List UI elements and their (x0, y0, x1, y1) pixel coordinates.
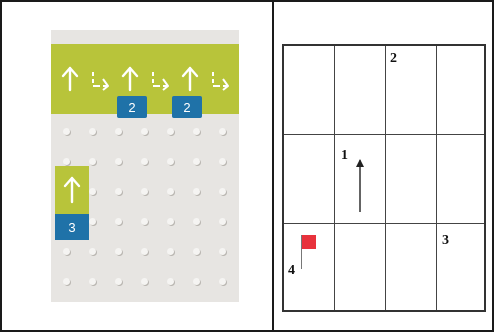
peg-hole (219, 158, 226, 165)
peg-hole (219, 188, 226, 195)
peg-hole (63, 128, 70, 135)
panel-divider (272, 0, 274, 332)
grid-line (284, 223, 484, 224)
peg-hole (193, 278, 200, 285)
peg-hole (141, 188, 148, 195)
peg-hole (193, 158, 200, 165)
marker-label-4: 4 (288, 264, 295, 278)
peg-hole (167, 248, 174, 255)
grid-line (385, 46, 386, 310)
peg-hole (167, 278, 174, 285)
grid-line (436, 46, 437, 310)
pegboard-photo: 2 2 3 (51, 30, 239, 302)
peg-hole (167, 128, 174, 135)
peg-hole (141, 128, 148, 135)
peg-hole (193, 218, 200, 225)
peg-hole (141, 158, 148, 165)
marker-label-2: 2 (390, 52, 397, 66)
peg-hole (167, 158, 174, 165)
side-card: 3 (55, 166, 89, 242)
peg-hole (115, 128, 122, 135)
peg-hole (193, 128, 200, 135)
peg-hole (141, 218, 148, 225)
peg-hole (167, 188, 174, 195)
arrow-up-icon (177, 59, 203, 99)
peg-hole (63, 248, 70, 255)
peg-hole (115, 218, 122, 225)
peg-hole (89, 158, 96, 165)
marker-label-1: 1 (341, 149, 348, 163)
peg-hole (219, 128, 226, 135)
dashed-arrow-right-icon (147, 59, 173, 99)
grid-line (284, 134, 484, 135)
grid-line (334, 46, 335, 310)
peg-hole (115, 188, 122, 195)
peg-hole (141, 248, 148, 255)
dashed-arrow-right-icon (207, 59, 233, 99)
peg-hole (219, 248, 226, 255)
peg-hole (89, 278, 96, 285)
peg-hole (115, 158, 122, 165)
peg-hole (63, 278, 70, 285)
flag-icon (301, 235, 315, 269)
peg-hole (115, 248, 122, 255)
peg-hole (63, 158, 70, 165)
peg-hole (167, 218, 174, 225)
peg-hole (89, 248, 96, 255)
arrow-up-icon (117, 59, 143, 99)
peg-hole (115, 278, 122, 285)
peg-hole (89, 188, 96, 195)
side-card-label: 3 (55, 214, 89, 240)
dashed-arrow-right-icon (87, 59, 113, 99)
peg-hole (141, 278, 148, 285)
marker-label-3: 3 (442, 234, 449, 248)
peg-hole (89, 128, 96, 135)
arrow-up-icon (354, 158, 366, 214)
arrow-up-icon (57, 59, 83, 99)
grid-map: 2 1 3 4 (282, 44, 486, 312)
peg-hole (193, 248, 200, 255)
peg-hole (219, 278, 226, 285)
peg-hole (89, 218, 96, 225)
peg-hole (193, 188, 200, 195)
arrow-up-icon (55, 166, 89, 214)
peg-hole (219, 218, 226, 225)
